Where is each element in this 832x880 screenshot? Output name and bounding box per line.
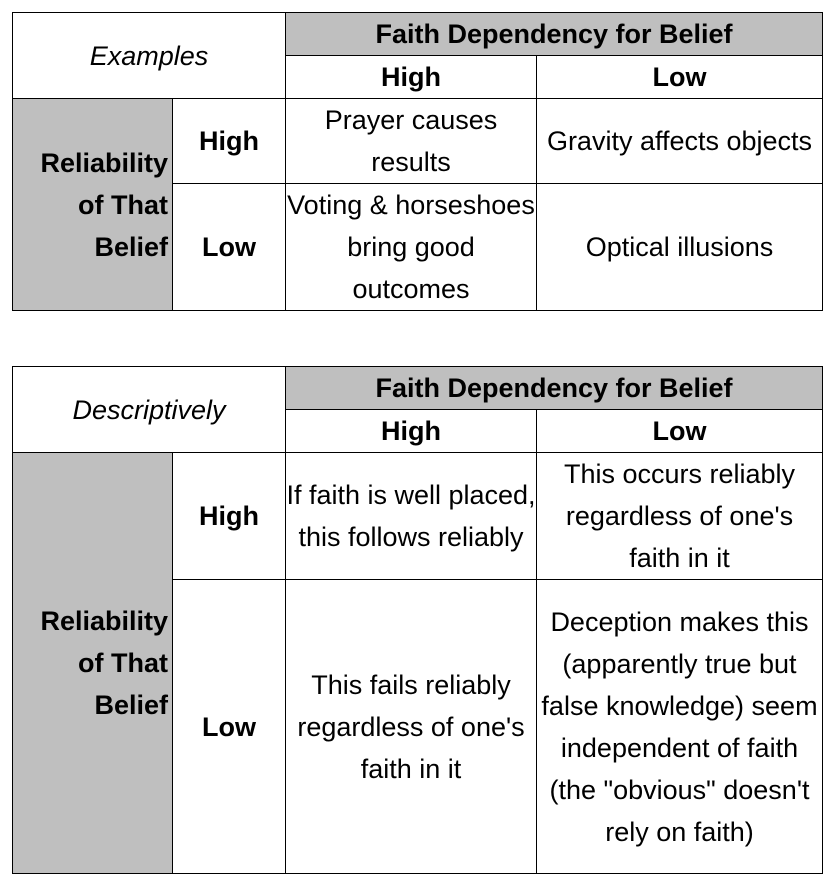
column-group-header: Faith Dependency for Belief: [285, 12, 823, 56]
cell-low-low: Deception makes this (apparently true bu…: [536, 579, 823, 874]
cell-high-high: Prayer causes results: [285, 98, 537, 184]
examples-table: Examples Faith Dependency for Belief Hig…: [12, 12, 823, 311]
cell-low-high: Voting & horseshoes bring good outcomes: [285, 183, 537, 311]
column-head-high: High: [285, 409, 537, 453]
column-group-header: Faith Dependency for Belief: [285, 366, 823, 410]
row-group-header: Reliability of That Belief: [12, 452, 173, 874]
row-head-high: High: [172, 452, 286, 580]
cell-high-low: Gravity affects objects: [536, 98, 823, 184]
row-group-header: Reliability of That Belief: [12, 98, 173, 311]
cell-high-low: This occurs reliably regardless of one's…: [536, 452, 823, 580]
cell-low-low: Optical illusions: [536, 183, 823, 311]
column-head-high: High: [285, 55, 537, 99]
corner-label: Descriptively: [12, 366, 286, 453]
column-head-low: Low: [536, 55, 823, 99]
row-head-low: Low: [172, 183, 286, 311]
descriptively-table: Descriptively Faith Dependency for Belie…: [12, 366, 823, 874]
cell-high-high: If faith is well placed, this follows re…: [285, 452, 537, 580]
row-head-high: High: [172, 98, 286, 184]
corner-label: Examples: [12, 12, 286, 99]
cell-low-high: This fails reliably regardless of one's …: [285, 579, 537, 874]
column-head-low: Low: [536, 409, 823, 453]
row-head-low: Low: [172, 579, 286, 874]
